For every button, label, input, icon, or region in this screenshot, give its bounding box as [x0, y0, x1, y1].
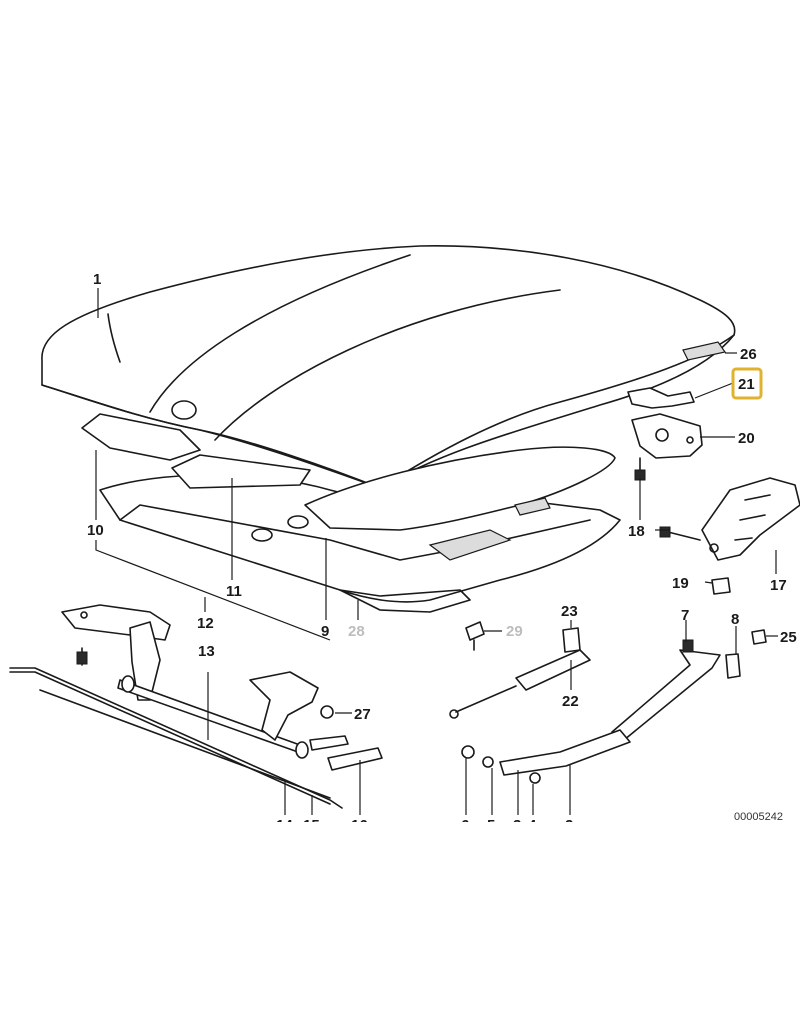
callout-1[interactable]: 1	[93, 271, 101, 288]
callout-12[interactable]: 12	[197, 615, 214, 632]
callout-27[interactable]: 27	[354, 706, 371, 723]
drawing-number: 00005242	[734, 811, 783, 823]
callout-26[interactable]: 26	[740, 346, 757, 363]
hood-support-assembly	[449, 621, 767, 784]
callout-9[interactable]: 9	[321, 623, 329, 640]
hood-inner-frame	[81, 413, 621, 613]
highlight-box-21	[731, 367, 763, 400]
callout-28[interactable]: 28	[348, 623, 365, 640]
callout-23[interactable]: 23	[561, 603, 578, 620]
callout-13[interactable]: 13	[198, 643, 215, 660]
callout-8[interactable]: 8	[731, 611, 739, 628]
hood-panel	[41, 245, 736, 489]
bottom-crop-area	[0, 822, 800, 1024]
callout-29[interactable]: 29	[506, 623, 523, 640]
callout-25[interactable]: 25	[780, 629, 797, 646]
callout-19[interactable]: 19	[672, 575, 689, 592]
callout-18[interactable]: 18	[628, 523, 645, 540]
callout-21[interactable]: 21	[738, 376, 755, 393]
callout-11[interactable]: 11	[226, 583, 242, 600]
leader-lines	[95, 288, 778, 815]
callout-22[interactable]: 22	[562, 693, 579, 710]
hood-lock-assembly	[627, 341, 800, 595]
callout-20[interactable]: 20	[738, 430, 755, 447]
callout-7[interactable]: 7	[681, 607, 689, 624]
hood-hinge-assembly	[9, 604, 383, 809]
callout-17[interactable]: 17	[770, 577, 787, 594]
callout-10[interactable]: 10	[87, 522, 104, 539]
